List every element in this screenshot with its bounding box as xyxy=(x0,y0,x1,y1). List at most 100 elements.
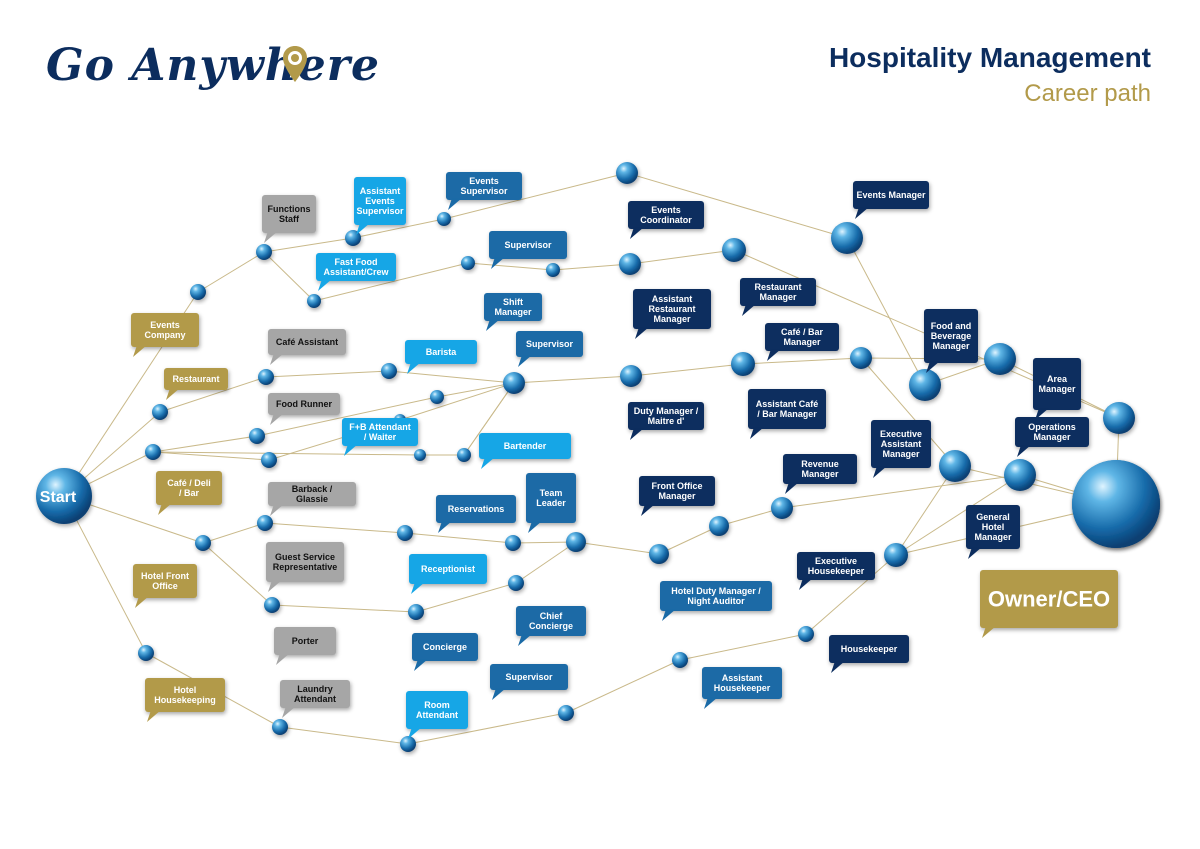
label-tail xyxy=(166,388,180,400)
career-node xyxy=(264,597,280,613)
label-box xyxy=(164,368,228,390)
path-connector xyxy=(513,375,632,384)
role-label-duty-manager-maitre-d: Duty Manager /Maitre d' xyxy=(628,402,704,440)
role-label-barista: Barista xyxy=(405,340,477,374)
path-connector xyxy=(63,495,147,654)
label-tail xyxy=(926,361,940,373)
role-label-events-manager: Events Manager xyxy=(853,181,929,219)
path-connector xyxy=(279,726,409,745)
path-connector xyxy=(271,604,417,613)
label-box xyxy=(280,680,350,708)
career-node xyxy=(261,452,277,468)
path-connector xyxy=(265,370,390,378)
path-connector xyxy=(679,633,807,661)
path-connector xyxy=(152,435,258,453)
label-box xyxy=(266,542,344,582)
start-node xyxy=(36,468,92,524)
path-connector xyxy=(565,659,681,714)
label-tail xyxy=(635,327,649,339)
path-connector xyxy=(846,237,926,386)
label-tail xyxy=(448,198,462,210)
label-tail xyxy=(408,727,422,739)
label-tail xyxy=(270,504,284,516)
role-label-housekeeper: Housekeeper xyxy=(829,635,909,673)
label-box xyxy=(797,552,875,580)
path-connector xyxy=(415,582,517,613)
label-text: Duty Manager /Maitre d' xyxy=(634,406,699,426)
career-node xyxy=(307,294,321,308)
path-connector xyxy=(860,357,956,467)
career-node xyxy=(771,497,793,519)
career-node xyxy=(616,162,638,184)
label-tail xyxy=(282,706,296,718)
label-tail xyxy=(518,634,532,646)
label-box xyxy=(268,393,340,415)
career-node xyxy=(939,450,971,482)
path-connector xyxy=(895,474,1021,556)
path-connector xyxy=(197,251,265,293)
label-tail xyxy=(133,345,147,357)
career-node xyxy=(884,543,908,567)
label-tail xyxy=(147,710,161,722)
label-box xyxy=(268,482,356,506)
location-pin-icon xyxy=(283,46,307,82)
label-tail xyxy=(704,697,718,709)
label-tail xyxy=(492,688,506,700)
label-box xyxy=(484,293,542,321)
path-connector xyxy=(805,554,897,635)
role-label-supervisor: Supervisor xyxy=(490,664,568,700)
path-connector xyxy=(352,218,445,239)
label-text: Receptionist xyxy=(421,564,475,574)
label-tail xyxy=(356,223,370,235)
label-text: Barista xyxy=(426,347,458,357)
label-box xyxy=(409,554,487,584)
label-box xyxy=(740,278,816,306)
label-box xyxy=(628,402,704,430)
label-tail xyxy=(518,355,532,367)
career-node xyxy=(503,372,525,394)
label-box xyxy=(274,627,336,655)
label-box xyxy=(405,340,477,364)
career-node xyxy=(249,428,265,444)
career-node xyxy=(408,604,424,620)
career-node xyxy=(400,736,416,752)
role-label-restaurant: Restaurant xyxy=(164,368,228,400)
career-node xyxy=(984,343,1016,375)
role-label-food-runner: Food Runner xyxy=(268,393,340,425)
label-tail xyxy=(414,659,428,671)
label-tail xyxy=(630,428,644,440)
career-node xyxy=(414,449,426,461)
career-node xyxy=(258,369,274,385)
role-label-bartender: Bartender xyxy=(479,433,571,469)
label-text: Café Assistant xyxy=(276,337,338,347)
label-text: F+B Attendant/ Waiter xyxy=(349,422,410,442)
career-node xyxy=(152,404,168,420)
label-box xyxy=(783,454,857,484)
path-connector xyxy=(159,376,267,413)
label-tail xyxy=(873,466,887,478)
label-tail xyxy=(268,580,282,592)
career-node xyxy=(850,347,872,369)
